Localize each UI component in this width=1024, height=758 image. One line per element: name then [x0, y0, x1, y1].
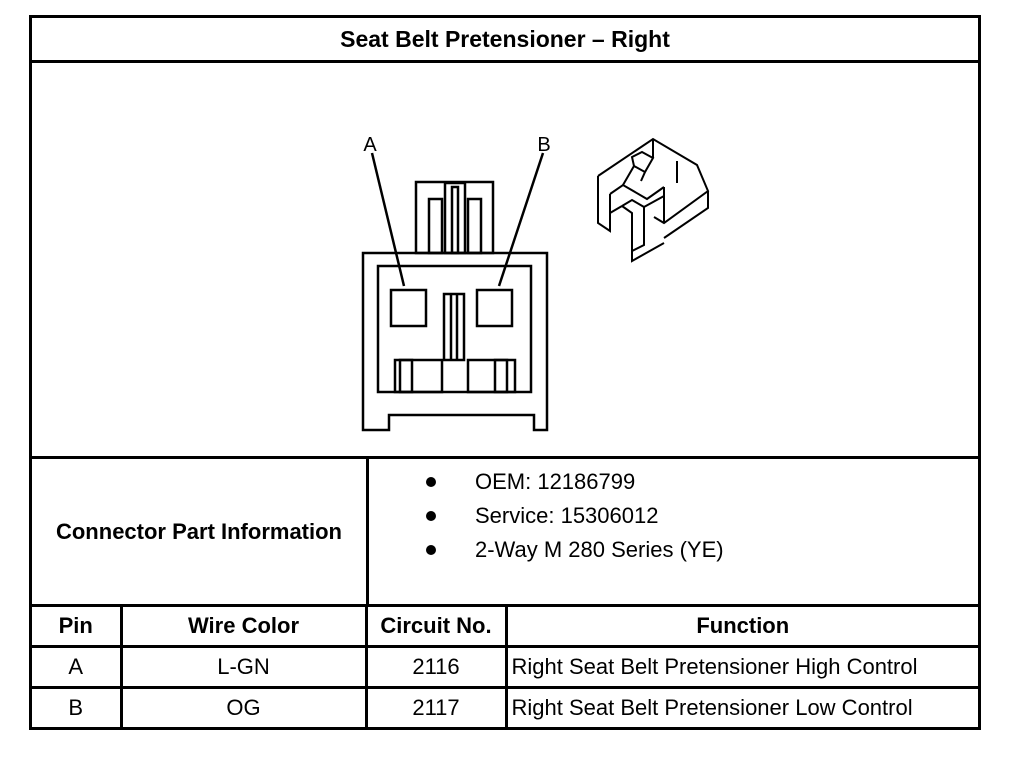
connector-sheet: Seat Belt Pretensioner – Right: [29, 15, 981, 730]
header-circuit-no: Circuit No.: [366, 607, 508, 648]
center-divider: [442, 292, 466, 362]
connector-drawing: A B: [361, 134, 710, 432]
table-header-row: Pin Wire Color Circuit No. Function: [32, 607, 978, 648]
pin-table: Pin Wire Color Circuit No. Function A L-…: [32, 607, 978, 727]
table-row: B OG 2117 Right Seat Belt Pretensioner L…: [32, 687, 978, 727]
pin-label-a: A: [363, 134, 377, 156]
connector-info-label: Connector Part Information: [32, 459, 369, 604]
pin-cavity-a: [389, 288, 428, 328]
cell-function: Right Seat Belt Pretensioner Low Control: [511, 695, 913, 720]
header-function: Function: [506, 607, 978, 648]
cell-circuit-no: 2117: [366, 687, 508, 727]
lock-tab: [414, 180, 495, 255]
cell-wire-color: OG: [121, 687, 368, 727]
terminal-slots: [393, 358, 517, 394]
leader-line-b: [497, 152, 545, 287]
pin-cavity-b: [475, 288, 514, 328]
bullet-icon: [426, 545, 436, 555]
cell-pin: B: [32, 687, 123, 727]
connector-housing: [361, 251, 549, 432]
header-wire-color: Wire Color: [121, 607, 368, 648]
header-pin: Pin: [32, 607, 123, 648]
pin-label-b: B: [537, 134, 550, 156]
table-row: A L-GN 2116 Right Seat Belt Pretensioner…: [32, 646, 978, 689]
connector-info-section: Connector Part Information OEM: 12186799…: [32, 459, 978, 607]
cell-wire-color: L-GN: [121, 646, 368, 689]
connector-3d-view: [597, 137, 710, 263]
cell-circuit-no: 2116: [366, 646, 508, 689]
cell-function: Right Seat Belt Pretensioner High Contro…: [506, 646, 978, 689]
leader-line-a: [370, 152, 406, 287]
connector-figure: A B: [32, 63, 978, 459]
bullet-icon: [426, 477, 436, 487]
page-title: Seat Belt Pretensioner – Right: [32, 18, 978, 63]
connector-info-list: OEM: 12186799 Service: 15306012 2-Way M …: [369, 459, 978, 604]
housing-cavity: [376, 264, 533, 394]
cell-pin: A: [32, 646, 123, 689]
bullet-icon: [426, 511, 436, 521]
